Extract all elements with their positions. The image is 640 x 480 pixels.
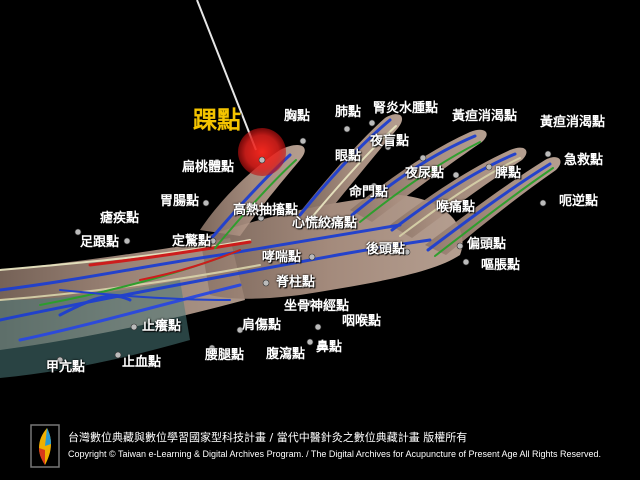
point-label-yaotui: 腰腿點: [205, 348, 245, 363]
taiwan-archives-logo: [30, 424, 60, 468]
point-label-zhiyang: 止癢點: [142, 319, 182, 334]
point-label-xiong: 胸點: [284, 109, 311, 124]
point-label-xiaochuan: 哮喘點: [262, 250, 302, 265]
point-label-enii: 呃逆點: [559, 194, 599, 209]
needle: [196, 0, 257, 151]
point-label-piantou: 偏頭點: [467, 237, 507, 252]
point-label-yemang: 夜盲點: [370, 134, 410, 149]
point-label-zuogu: 坐骨神經點: [284, 299, 350, 314]
point-label-houtou: 後頭點: [366, 242, 406, 257]
point-label-huangda-2: 黃疸消渴點: [540, 115, 606, 130]
point-label-dingjing: 定驚點: [172, 234, 212, 249]
point-label-pi: 脾點: [495, 166, 522, 181]
point-label-jiakang: 甲亢點: [46, 360, 86, 375]
point-label-yan: 眼點: [335, 149, 362, 164]
page-title: 踝點: [193, 106, 241, 134]
point-label-jizhu: 脊柱點: [276, 275, 316, 290]
point-label-fuxie: 腹瀉點: [266, 347, 306, 362]
point-label-nueji: 瘧疾點: [100, 211, 140, 226]
point-label-ouzhang: 嘔脹點: [481, 258, 521, 273]
footer-copyright-cn: 台灣數位典藏與數位學習國家型科技計畫 / 當代中醫針灸之數位典藏計畫 版權所有: [68, 431, 468, 444]
point-label-jianshang: 肩傷點: [242, 318, 282, 333]
point-label-xinhuang: 心慌絞痛點: [292, 216, 358, 231]
point-label-houtong: 喉痛點: [436, 200, 476, 215]
point-label-zugen: 足跟點: [80, 235, 120, 250]
point-label-yanhou: 咽喉點: [342, 314, 382, 329]
point-label-bi: 鼻點: [316, 340, 343, 355]
point-label-mingmen: 命門點: [349, 185, 389, 200]
point-label-huangda-1: 黃疸消渴點: [452, 109, 518, 124]
point-label-gaore: 高熱抽搐點: [233, 203, 299, 218]
point-label-fei: 肺點: [335, 105, 362, 120]
point-label-jijiu: 急救點: [564, 153, 604, 168]
footer-copyright-en: Copyright © Taiwan e-Learning & Digital …: [68, 449, 602, 459]
point-label-shenyan: 腎炎水腫點: [373, 101, 439, 116]
point-label-zhixue: 止血點: [122, 355, 162, 370]
point-label-biantaoti: 扁桃體點: [182, 160, 235, 175]
point-label-yeniao: 夜尿點: [405, 166, 445, 181]
highlight-spot: [238, 128, 286, 176]
point-label-weichang: 胃腸點: [160, 194, 200, 209]
